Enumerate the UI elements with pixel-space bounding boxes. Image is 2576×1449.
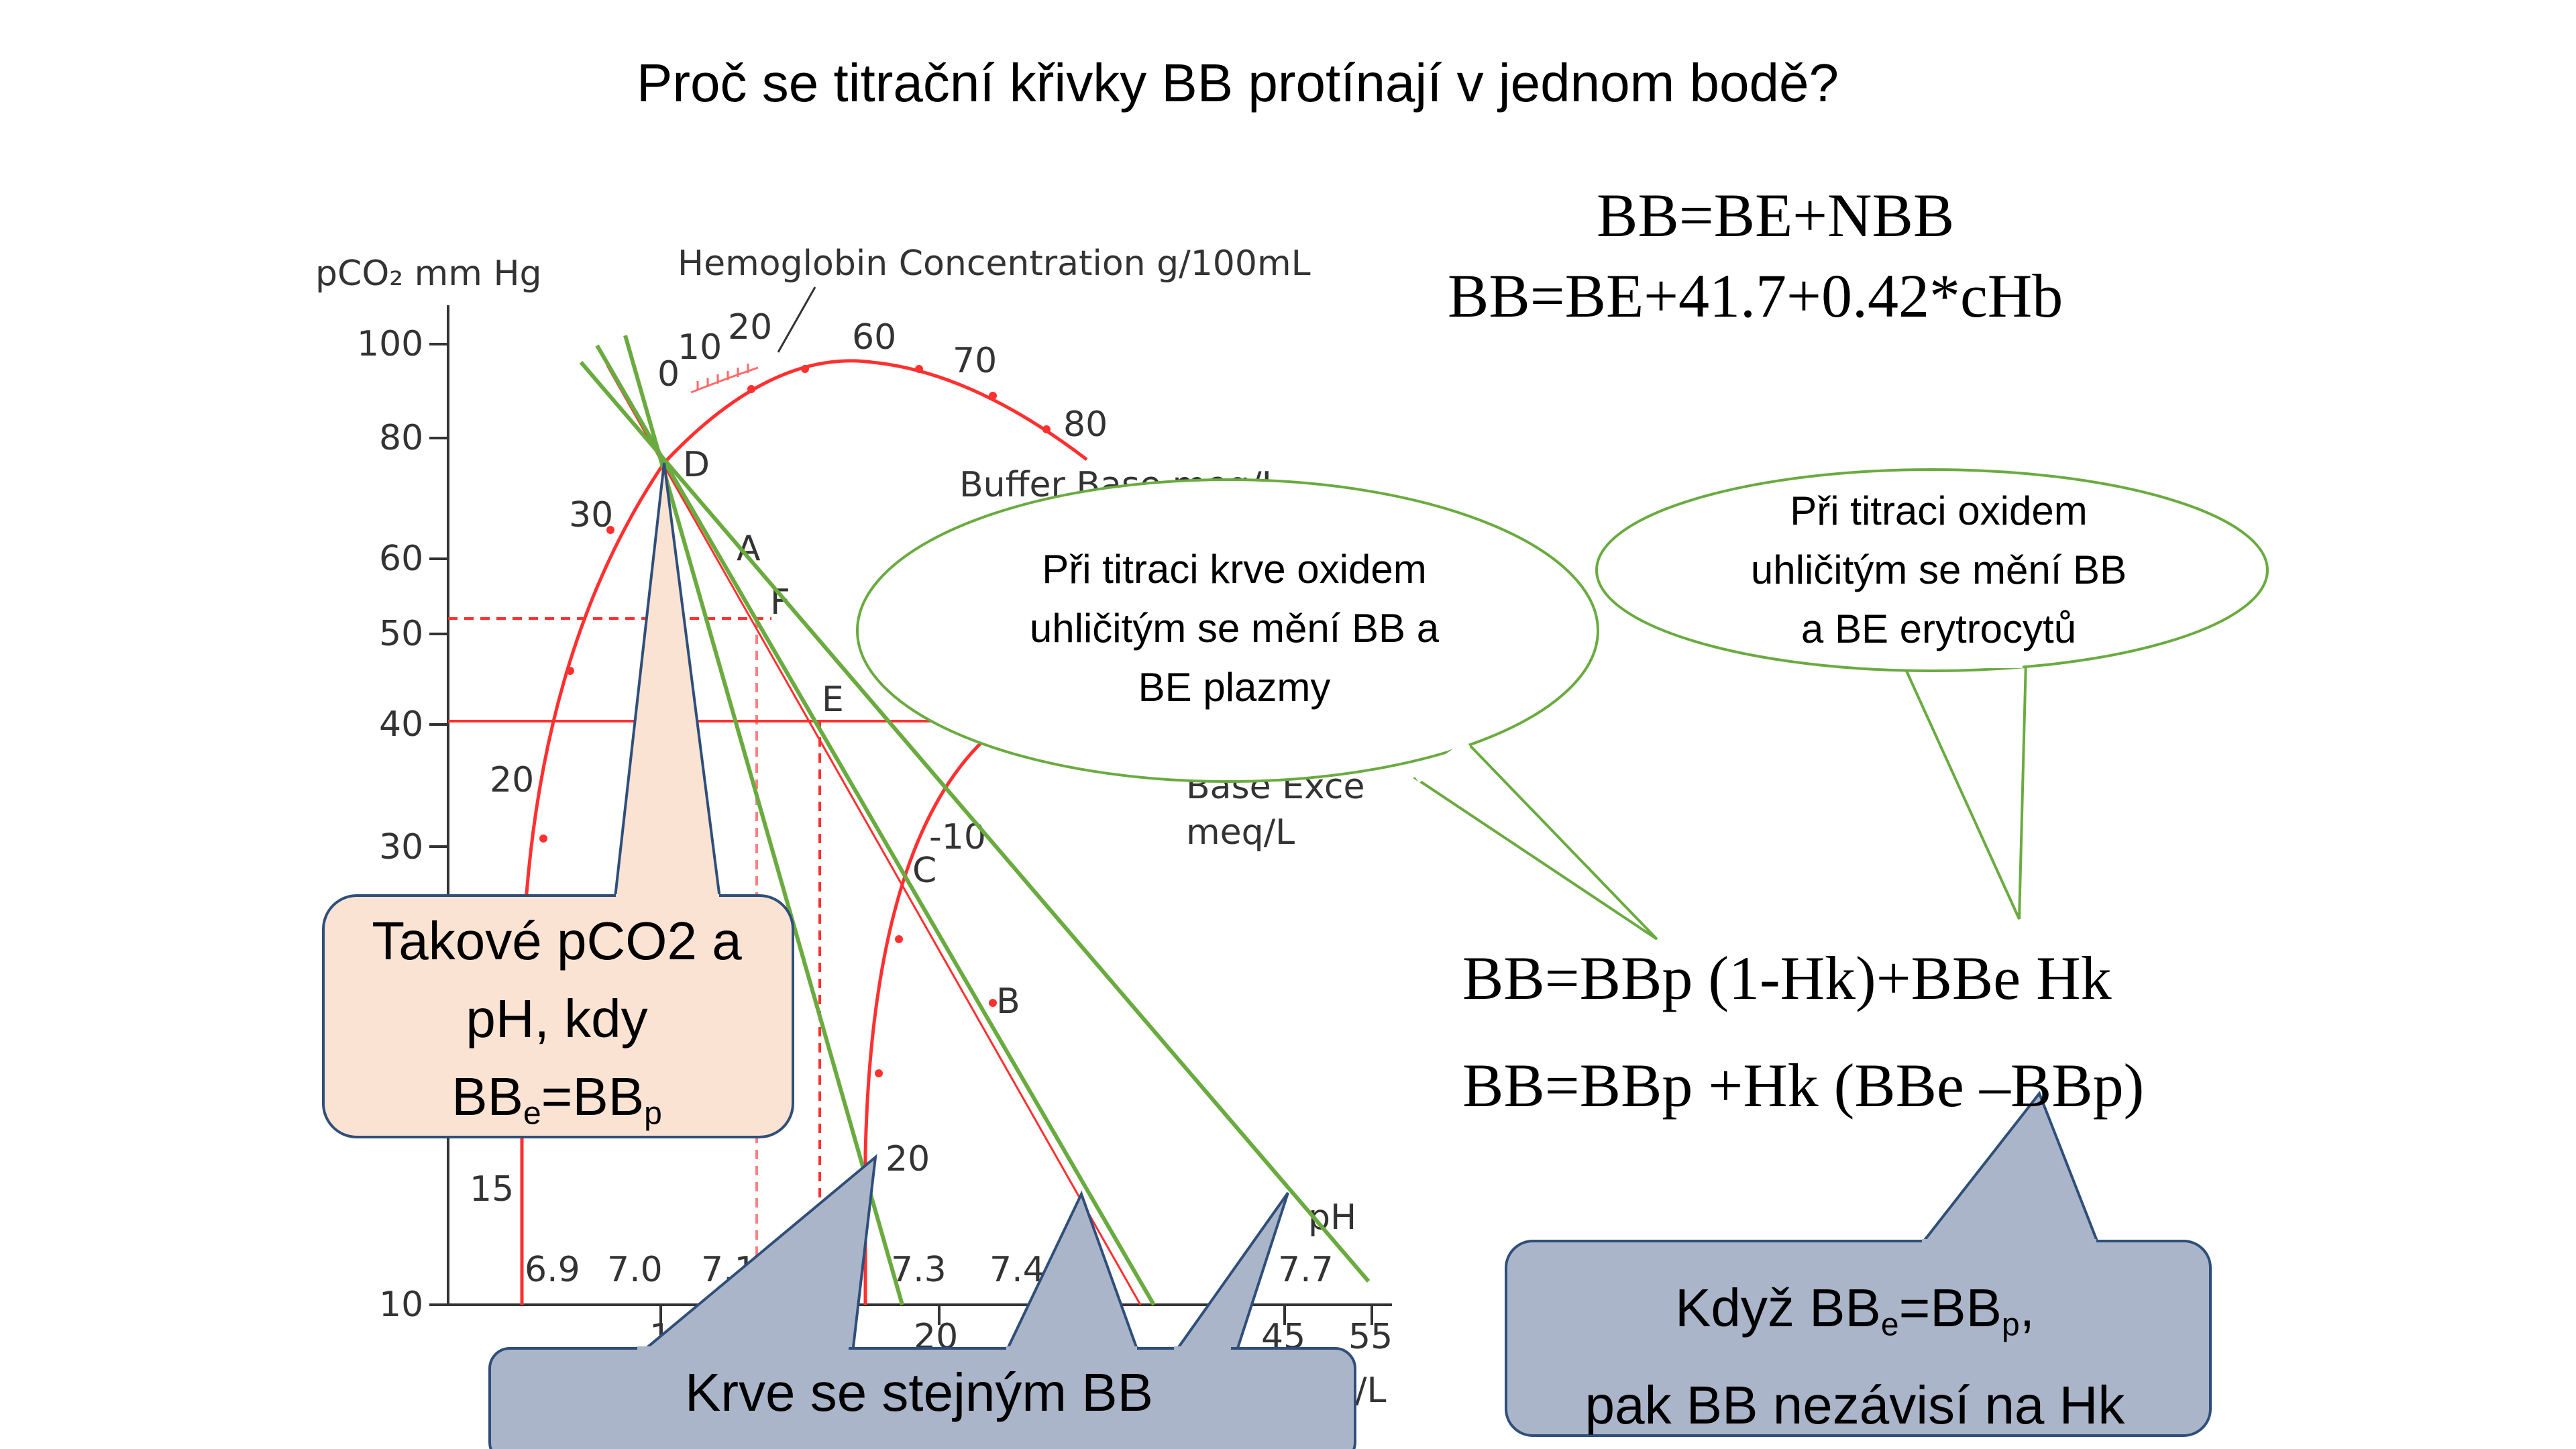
green-line-1 xyxy=(623,335,904,1305)
y-tick-40: 40 xyxy=(379,704,423,745)
balloon-erythro-line-2: uhličitým se mění BB xyxy=(1750,547,2127,592)
point-c: C xyxy=(912,851,936,891)
suffix-text: , xyxy=(2019,1278,2035,1338)
balloon-plasma-text: Při titraci krve oxidem uhličitým se měn… xyxy=(966,540,1503,717)
bb-text: BB xyxy=(451,1067,523,1126)
callout-independent-line-2: pak BB nezávisí na Hk xyxy=(1585,1375,2125,1436)
callout-pco2-shape xyxy=(322,462,794,1138)
hb-tick-70: 70 xyxy=(953,341,997,381)
hb-tick-labels: 0 10 20 60 70 80 xyxy=(657,307,1108,445)
eq-text: =BB xyxy=(541,1067,645,1126)
callout-same-bb-shape xyxy=(488,1154,1356,1449)
hb-scale-ticks xyxy=(690,364,759,394)
ph-tick-7-7: 7.7 xyxy=(1278,1250,1334,1290)
callout-pco2-line-3: BBe=BBp xyxy=(325,1058,788,1152)
callout-pco2-line-1: Takové pCO2 a xyxy=(372,911,742,971)
callout-independent-text: Když BBe=BBp, pak BB nezávisí na Hk xyxy=(1506,1268,2204,1446)
balloon-plasma-line-2: uhličitým se mění BB a xyxy=(1029,606,1440,651)
formula-bb-hk: BB=BBp (1-Hk)+BBe Hk xyxy=(1462,944,2112,1012)
ph-tick-7-0: 7.0 xyxy=(607,1250,663,1290)
sub-e: e xyxy=(1880,1307,1899,1343)
x-axis-ticks xyxy=(659,1305,1373,1325)
sub-p: p xyxy=(2002,1307,2020,1343)
y-axis-ticks xyxy=(429,343,448,1306)
formula-bb-chb: BB=BE+41.7+0.42*cHb xyxy=(1448,262,2063,330)
prefix-text: Když BB xyxy=(1675,1278,1881,1338)
sub-e: e xyxy=(523,1095,541,1132)
formula-bb-be-nbb: BB=BE+NBB xyxy=(1597,181,1955,250)
ph-tick-7-4: 7.4 xyxy=(989,1250,1045,1290)
y-tick-50: 50 xyxy=(379,614,423,654)
balloon-erythro-shape xyxy=(1595,468,2269,920)
callout-pco2-text: Takové pCO2 a pH, kdy BBe=BBp xyxy=(325,902,788,1152)
hb-tick-80: 80 xyxy=(1063,405,1108,445)
callout-same-bb-text: Krve se stejným BB xyxy=(684,1362,1153,1422)
hb-tick-20: 20 xyxy=(728,307,772,347)
base-excess-label-2: meq/L xyxy=(1186,812,1295,853)
y-tick-labels: 100 80 60 50 40 30 15 10 xyxy=(357,324,514,1325)
balloon-erythro-line-3: a BE erytrocytů xyxy=(1801,606,2077,651)
point-d: D xyxy=(683,445,710,485)
callout-independent-line-1: Když BBe=BBp, xyxy=(1506,1268,2204,1365)
slide-title: Proč se titrační křivky BB protínají v j… xyxy=(637,53,1839,113)
curve-markers xyxy=(539,365,1051,1077)
curve-label-20: 20 xyxy=(490,760,534,800)
curve-label-30: 30 xyxy=(569,495,613,535)
y-tick-30: 30 xyxy=(379,827,423,867)
ph-tick-6-9: 6.9 xyxy=(525,1250,580,1290)
curve-label-20b: 20 xyxy=(885,1139,930,1179)
hb-tick-60: 60 xyxy=(852,317,896,358)
bottom-unit-partial: /L xyxy=(1355,1371,1387,1411)
point-labels: D A F E C B xyxy=(683,445,1020,1022)
sub-p: p xyxy=(644,1095,662,1132)
hb-tick-0: 0 xyxy=(657,354,680,394)
point-e: E xyxy=(822,680,844,720)
y-tick-100: 100 xyxy=(357,324,423,364)
y-tick-60: 60 xyxy=(379,539,423,579)
balloon-erythro-line-1: Při titraci oxidem xyxy=(1790,488,2088,533)
bottom-tick-55: 55 xyxy=(1348,1317,1393,1357)
curve-hb-arc xyxy=(663,359,1088,464)
green-line-3 xyxy=(579,361,1371,1283)
callout-pco2-line-2: pH, kdy xyxy=(466,989,648,1049)
callout-independent-shape xyxy=(1505,1091,2212,1437)
hb-label: Hemoglobin Concentration g/100mL xyxy=(678,244,1311,284)
balloon-plasma-line-3: BE plazmy xyxy=(1138,665,1331,710)
hb-leader xyxy=(777,286,816,353)
ph-tick-7-3: 7.3 xyxy=(891,1250,947,1290)
hb-tick-10: 10 xyxy=(678,327,722,368)
eq-text: =BB xyxy=(1898,1278,2002,1338)
point-b: B xyxy=(996,981,1020,1022)
y-tick-10: 10 xyxy=(379,1285,423,1325)
y-tick-80: 80 xyxy=(379,418,423,458)
y-tick-15: 15 xyxy=(470,1169,514,1210)
formula-bb-hk-diff: BB=BBp +Hk (BBe –BBp) xyxy=(1462,1051,2145,1120)
curve-diagonal xyxy=(606,365,1142,1305)
balloon-erythro-text: Při titraci oxidem uhličitým se mění BB … xyxy=(1677,482,2200,659)
curve-right xyxy=(863,737,987,1305)
green-line-2 xyxy=(595,344,1156,1306)
y-axis-label: pCO₂ mm Hg xyxy=(315,254,542,294)
green-bb-lines xyxy=(579,335,1371,1306)
balloon-plasma-line-1: Při titraci krve oxidem xyxy=(1042,547,1427,592)
balloon-plasma-shape xyxy=(856,478,1658,941)
